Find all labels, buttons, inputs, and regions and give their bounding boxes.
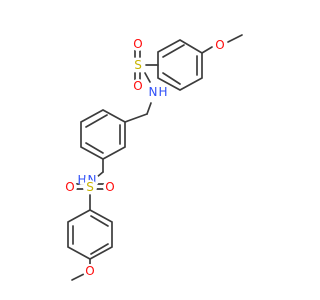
label-bg-o-methoxy-top: [213, 38, 227, 52]
atom-h-top: H: [158, 85, 167, 99]
ring-top-benzene: [157, 39, 203, 91]
bond-o-methyl-bottom: [71, 273, 85, 281]
atom-o-sulfonyl-bottom-left: O: [65, 180, 74, 194]
ring-bottom-benzene: [67, 209, 113, 260]
ring-mid-double-1: [85, 114, 108, 128]
ring-bot-double-2: [90, 243, 109, 255]
atom-n-top: N: [149, 85, 158, 99]
bond-ch2-ring-mid-top: [124, 113, 148, 123]
ring-top-double-1: [162, 44, 185, 58]
label-bg-o-s-top-upper: [131, 37, 145, 51]
label-bg-h-top: [158, 87, 168, 97]
ring-mid-double-2: [85, 142, 104, 154]
atom-s-bottom: S: [86, 180, 94, 194]
atom-h-bottom: H: [77, 173, 86, 187]
label-bg-o-methoxy-bottom: [83, 264, 97, 278]
atom-s-top: S: [134, 58, 142, 72]
ring-bot-double-1: [90, 215, 109, 227]
label-bg-o-s-bottom-left: [63, 180, 77, 194]
atom-o-methoxy-bottom: O: [85, 264, 94, 278]
label-bg-o-s-bottom-right: [103, 180, 117, 194]
bond-n-ch2-top: [146, 102, 152, 115]
atom-n-bottom: N: [88, 173, 97, 187]
molecule-structure: O S O O N H H N S O O O: [63, 34, 243, 281]
ring-top-double-2: [162, 72, 181, 85]
bond-o-ring-top: [201, 46, 213, 54]
label-bg-s-bottom: [83, 180, 97, 194]
atom-labels: O S O O N H H N S O O O: [63, 37, 227, 278]
bond-methyl-o-top: [227, 34, 243, 43]
atom-o-sulfonyl-top-lower: O: [133, 79, 142, 93]
bonds: [67, 34, 243, 281]
bond-ch2-n-bottom: [96, 171, 104, 178]
bond-s-n-top: [144, 72, 151, 83]
atom-o-sulfonyl-bottom-right: O: [105, 180, 114, 194]
label-bg-h-bottom: [77, 175, 87, 185]
ring-middle-benzene: [80, 109, 126, 160]
label-bg-s-top: [131, 58, 145, 72]
label-bg-o-s-top-lower: [131, 79, 145, 93]
atom-o-methoxy-top: O: [215, 38, 224, 52]
label-bg-n-top: [146, 85, 160, 99]
atom-o-sulfonyl-top-upper: O: [133, 37, 142, 51]
